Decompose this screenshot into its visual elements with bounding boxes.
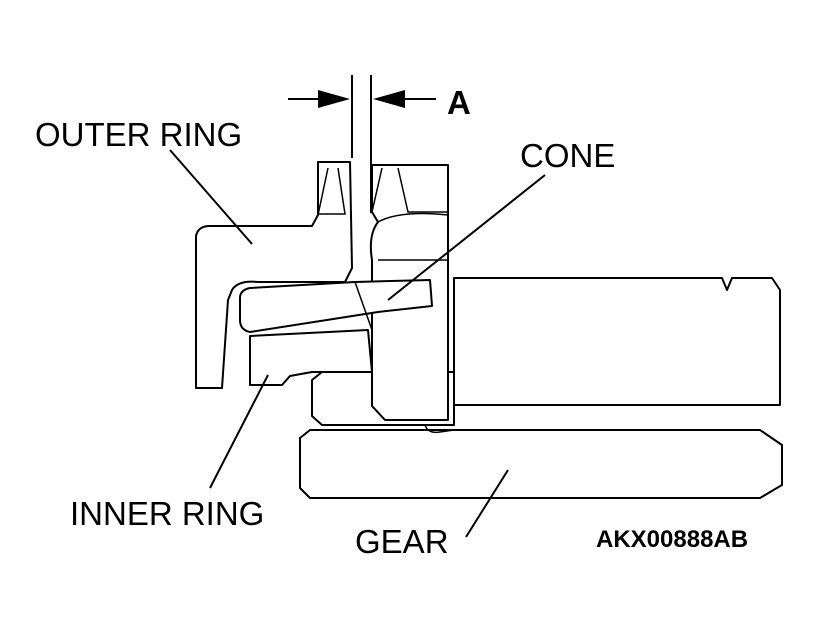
dimension-arrow-right-head	[373, 90, 405, 108]
cone-taper	[239, 279, 433, 333]
gear-label: GEAR	[355, 523, 449, 560]
inner-ring-body	[249, 329, 373, 386]
gear-leader	[465, 469, 509, 538]
outer-ring-tooth-chamfer	[317, 167, 346, 216]
gear-hub	[453, 277, 781, 406]
inner-ring-leader	[209, 374, 269, 489]
inner-ring-label: INNER RING	[70, 495, 264, 532]
outer-ring-leader	[169, 149, 253, 245]
dimension-label: A	[447, 84, 471, 121]
figure-code: AKX00888AB	[596, 526, 748, 553]
gear-body	[299, 429, 783, 499]
cone-tooth-bevel	[377, 212, 449, 223]
cone-tooth-chamfer	[371, 167, 448, 213]
gear-fillet	[424, 424, 455, 434]
cone-taper-divider	[354, 281, 373, 331]
cone-leader	[387, 174, 546, 301]
outer-ring-label: OUTER RING	[35, 116, 242, 153]
cone-label: CONE	[520, 137, 615, 174]
dimension-arrow-left-head	[318, 90, 350, 108]
outer-ring-body	[195, 161, 353, 389]
